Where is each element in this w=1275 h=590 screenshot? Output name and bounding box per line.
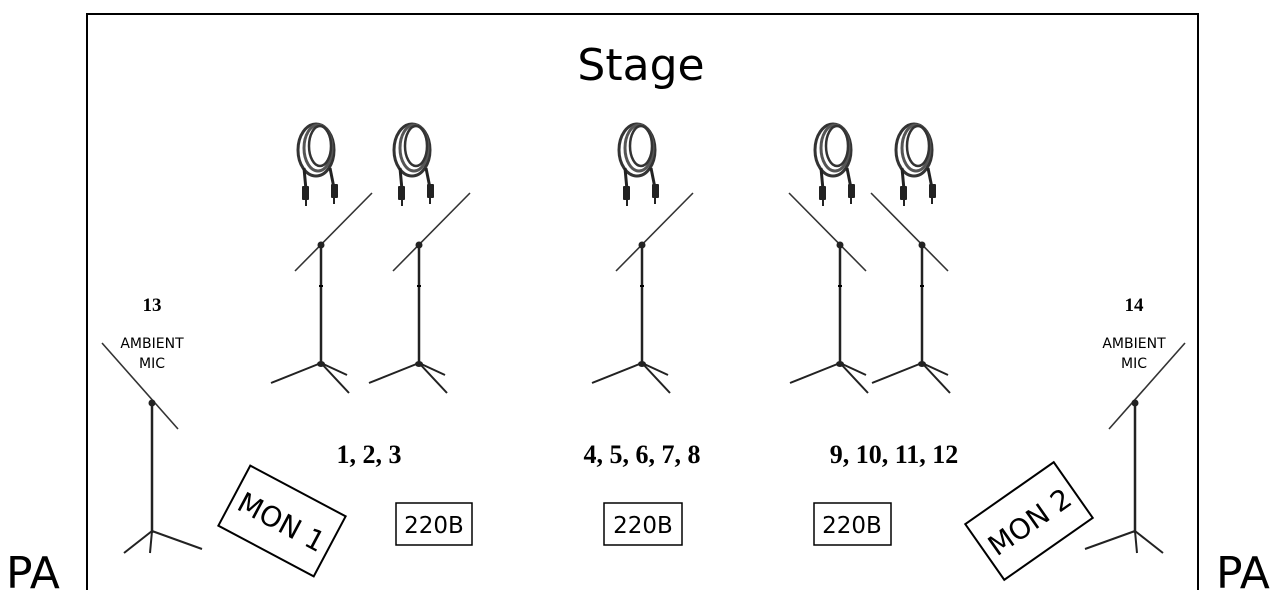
monitor-wedge-2: MON 2 [963, 460, 1095, 582]
stage-outline [86, 13, 1199, 590]
power-box-label: 220B [822, 513, 882, 539]
stage-title: Stage [577, 40, 704, 91]
xlr-cable-coil-icon [813, 122, 857, 208]
power-box-220b: 220B [395, 502, 473, 546]
ambient-mic-number: 13 [143, 295, 162, 316]
ambient-mic-label: AMBIENT [1102, 336, 1166, 352]
boom-mic-stand-icon [269, 191, 374, 395]
ambient-mic-label: MIC [139, 356, 165, 372]
power-box-label: 220B [404, 513, 464, 539]
ambient-mic-number: 14 [1125, 295, 1145, 316]
power-box-220b: 220B [603, 502, 683, 546]
ambient-mic-label: AMBIENT [120, 336, 184, 352]
boom-mic-stand-icon [367, 191, 472, 395]
power-box-220b: 220B [813, 502, 892, 546]
pa-right-label: PA [1216, 548, 1270, 590]
power-box-label: 220B [613, 513, 673, 539]
monitor-wedge-1: MON 1 [217, 464, 347, 578]
boom-mic-stand-icon [590, 191, 695, 395]
xlr-cable-coil-icon [392, 122, 436, 208]
pa-left-label: PA [6, 548, 60, 590]
ambient-mic-label: MIC [1121, 356, 1147, 372]
channel-group-label: 9, 10, 11, 12 [830, 440, 959, 469]
xlr-cable-coil-icon [296, 122, 340, 208]
boom-mic-stand-icon [100, 341, 204, 555]
boom-mic-stand-icon [787, 191, 870, 395]
boom-mic-stand-icon [869, 191, 952, 395]
channel-group-label: 4, 5, 6, 7, 8 [584, 440, 701, 469]
xlr-cable-coil-icon [894, 122, 938, 208]
boom-mic-stand-icon [1083, 341, 1187, 555]
xlr-cable-coil-icon [617, 122, 661, 208]
channel-group-label: 1, 2, 3 [337, 440, 402, 469]
